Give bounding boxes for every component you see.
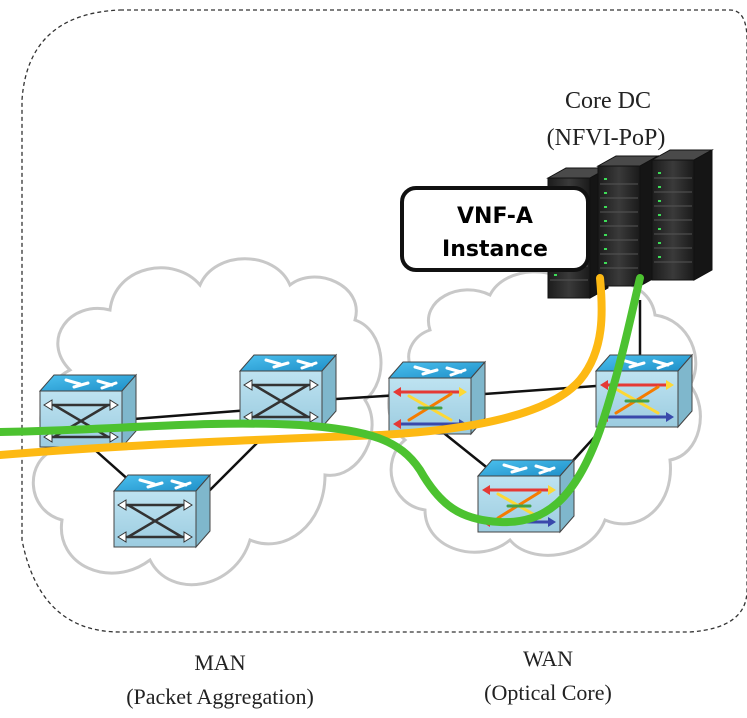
man-subtitle: (Packet Aggregation) [126,684,314,709]
orange-service-path [0,274,606,459]
vnf-label-line1: VNF-A [457,204,533,229]
wan-title: WAN [523,646,573,671]
man-packet-switch-3-icon [112,473,212,549]
man-packet-switch-2-icon [238,353,338,429]
wan-subtitle: (Optical Core) [484,680,612,705]
core-dc-subtitle: (NFVI-PoP) [547,125,666,151]
man-title: MAN [194,650,245,675]
man-packet-switch-1-icon [38,373,138,449]
core-dc-title: Core DC [565,88,651,114]
vnf-label-line2: Instance [442,237,548,262]
green-service-path [0,274,644,527]
vnf-a-instance-box: VNF-A Instance [400,186,590,272]
